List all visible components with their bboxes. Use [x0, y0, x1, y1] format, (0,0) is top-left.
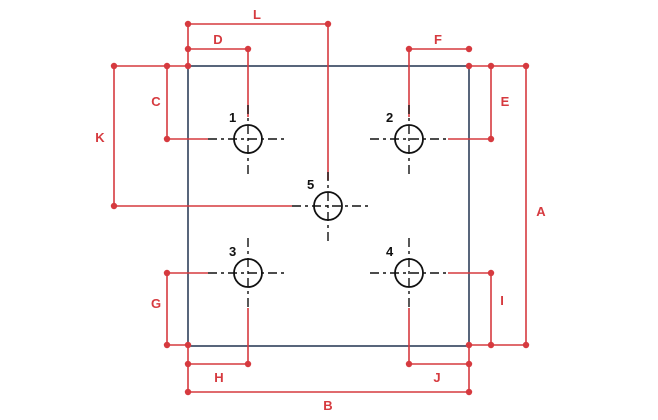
dim-dot	[163, 341, 171, 349]
dim-dot	[465, 45, 473, 53]
dim-E-line	[448, 65, 492, 140]
dim-dot	[244, 45, 252, 53]
dimension-dots	[110, 20, 530, 396]
dim-dot	[465, 62, 473, 70]
dim-label-G: G	[151, 296, 161, 311]
dim-C-line	[166, 65, 208, 140]
dim-dot	[184, 62, 192, 70]
dim-label-L: L	[253, 7, 261, 22]
dim-dot	[110, 202, 118, 210]
dim-dot	[522, 341, 530, 349]
dim-dot	[487, 135, 495, 143]
dimension-labels: L D F C E K A G I H J B	[95, 7, 546, 413]
dim-label-K: K	[95, 130, 105, 145]
dim-label-D: D	[213, 32, 222, 47]
dim-J-line	[408, 308, 469, 365]
dim-dot	[163, 135, 171, 143]
dim-dot	[163, 269, 171, 277]
hole-4-label: 4	[386, 244, 394, 259]
dim-B-line	[187, 345, 470, 393]
dim-label-J: J	[433, 370, 440, 385]
dim-dot	[465, 360, 473, 368]
dimension-lines	[113, 23, 527, 393]
dim-dot	[522, 62, 530, 70]
dim-I-line	[448, 272, 492, 346]
dim-dot	[487, 341, 495, 349]
dim-dot	[184, 360, 192, 368]
dim-dot	[487, 269, 495, 277]
dim-dot	[163, 62, 171, 70]
dim-L-line	[187, 23, 329, 180]
dim-dot	[184, 388, 192, 396]
dim-label-F: F	[434, 32, 442, 47]
dim-dot	[465, 341, 473, 349]
dim-dot	[405, 45, 413, 53]
dim-dot	[324, 20, 332, 28]
dim-dot	[465, 388, 473, 396]
dim-label-H: H	[214, 370, 223, 385]
hole-3: 3	[208, 238, 288, 309]
dim-dot	[487, 62, 495, 70]
dim-dot	[184, 341, 192, 349]
hole-1: 1	[208, 105, 288, 177]
dim-dot	[184, 45, 192, 53]
dim-G-line	[166, 272, 208, 346]
dim-H-line	[188, 308, 249, 365]
hole-3-label: 3	[229, 244, 236, 259]
dim-dot	[244, 360, 252, 368]
dim-F-line	[408, 48, 469, 117]
hole-5: 5	[292, 172, 368, 244]
dim-label-C: C	[151, 94, 161, 109]
hole-4: 4	[370, 238, 449, 309]
dim-label-I: I	[500, 293, 504, 308]
hole-2: 2	[370, 105, 449, 177]
dim-A-line	[491, 65, 527, 346]
dim-K-line	[113, 65, 292, 207]
dim-D-line	[188, 48, 249, 117]
hole-5-label: 5	[307, 177, 314, 192]
dim-dot	[405, 360, 413, 368]
dim-label-B: B	[323, 398, 332, 413]
dim-label-E: E	[501, 94, 510, 109]
dim-label-A: A	[536, 204, 546, 219]
dim-dot	[110, 62, 118, 70]
hole-2-label: 2	[386, 110, 393, 125]
dim-dot	[184, 20, 192, 28]
hole-1-label: 1	[229, 110, 236, 125]
